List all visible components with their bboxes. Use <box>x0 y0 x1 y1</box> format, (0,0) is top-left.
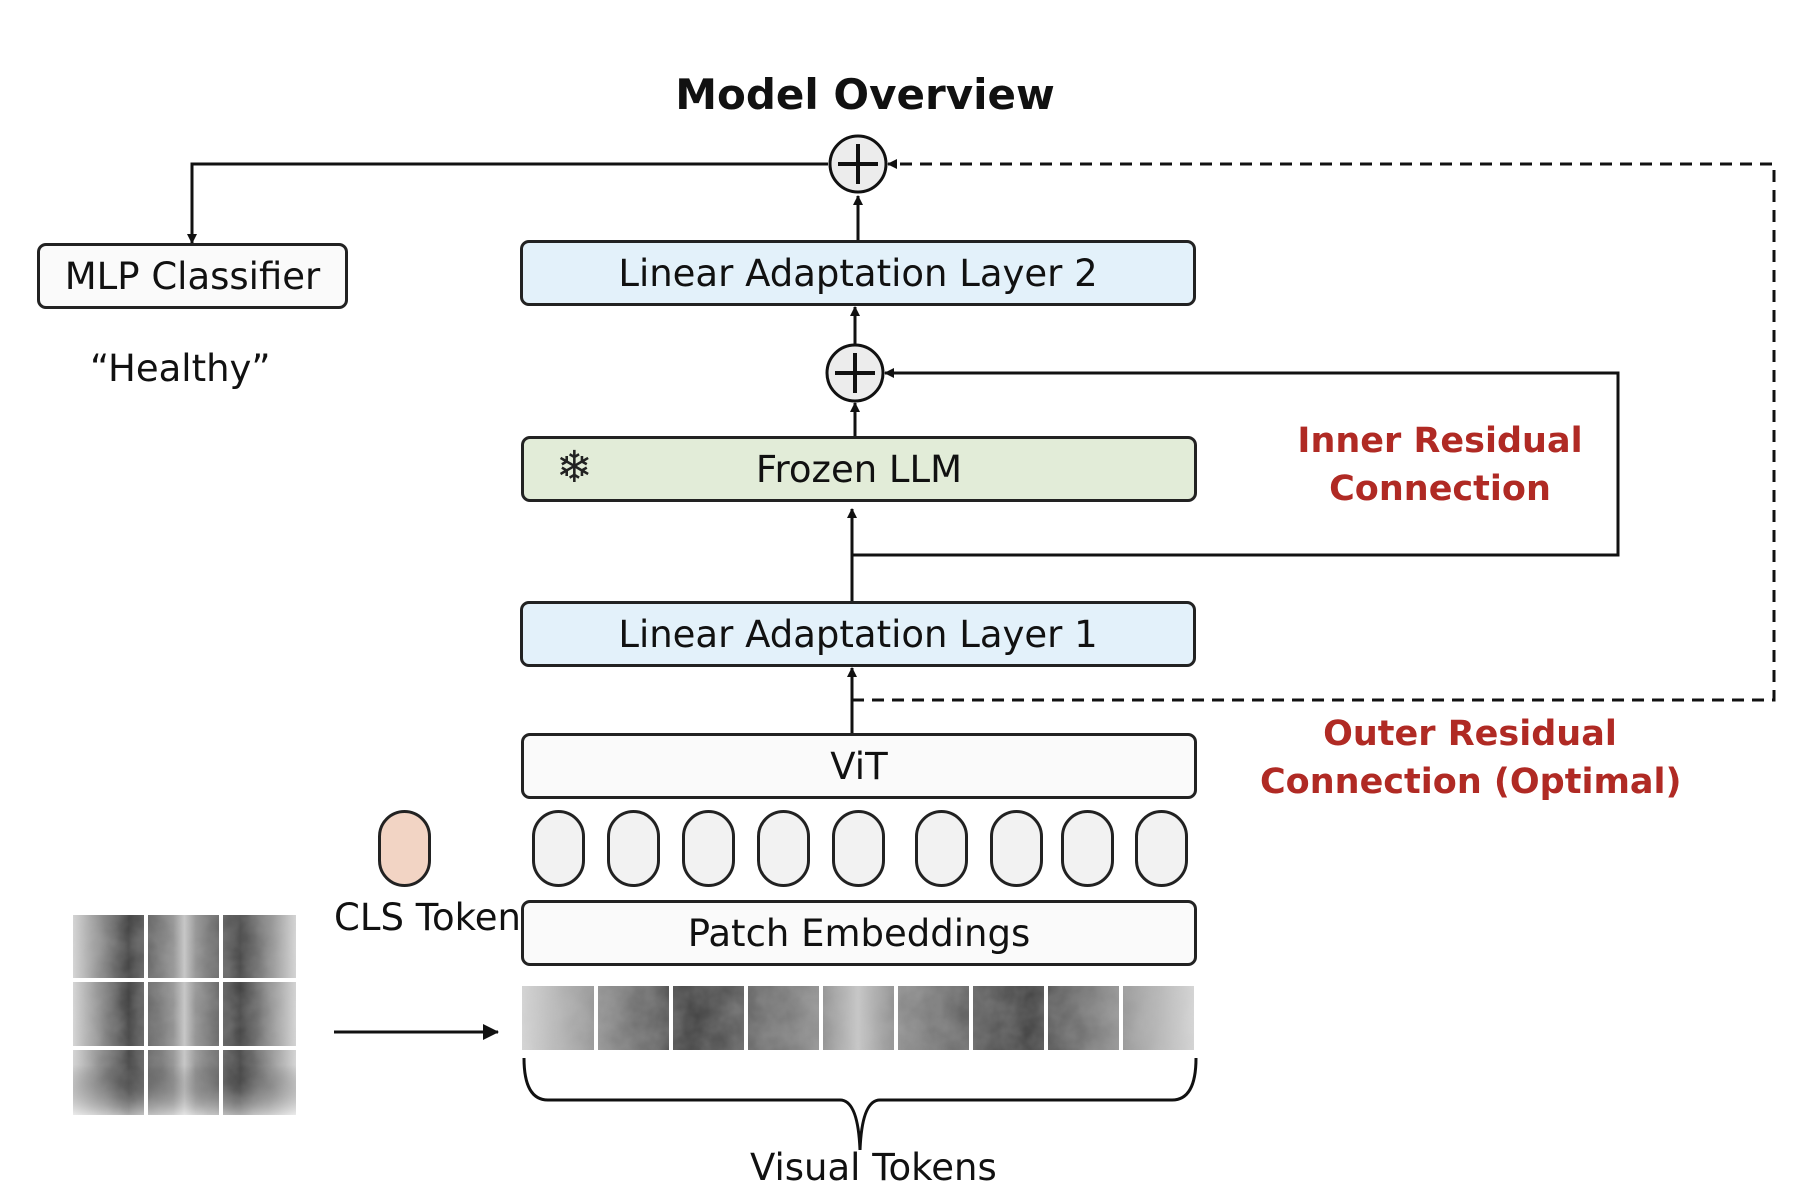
visual-token <box>682 810 735 887</box>
outer-residual-line-1: Outer Residual <box>1323 714 1617 754</box>
chest-xray-image <box>73 915 296 1115</box>
visual-tokens-label: Visual Tokens <box>750 1146 997 1189</box>
visual-token <box>607 810 660 887</box>
visual-token <box>757 810 810 887</box>
visual-token <box>1135 810 1188 887</box>
cls-token <box>378 810 431 887</box>
visual-token <box>532 810 585 887</box>
patch-strip <box>522 986 1194 1050</box>
visual-tokens-brace <box>522 1057 1198 1151</box>
visual-token <box>832 810 885 887</box>
mlp-classifier-box: MLP Classifier <box>37 243 348 309</box>
outer-residual-path <box>852 159 1776 702</box>
inner-residual-label: Inner Residual Connection <box>1290 417 1590 513</box>
inner-residual-line-1: Inner Residual <box>1297 421 1583 461</box>
vit-box: ViT <box>521 733 1197 799</box>
visual-token <box>1061 810 1114 887</box>
linear-adaptation-layer-1: Linear Adaptation Layer 1 <box>520 601 1196 667</box>
inner-residual-path <box>852 368 1620 557</box>
visual-token <box>915 810 968 887</box>
outer-residual-label: Outer Residual Connection (Optimal) <box>1260 710 1682 806</box>
cls-token-label: CLS Token <box>334 896 521 939</box>
snowflake-icon: ❄ <box>556 443 593 492</box>
page-title: Model Overview <box>675 70 1055 119</box>
frozen-llm-box: Frozen LLM <box>521 436 1197 502</box>
visual-token <box>990 810 1043 887</box>
outer-residual-line-2: Connection (Optimal) <box>1260 762 1682 802</box>
circled-plus-icon <box>828 134 888 194</box>
linear-adaptation-layer-2: Linear Adaptation Layer 2 <box>520 240 1196 306</box>
output-label: “Healthy” <box>90 347 271 390</box>
patch-embeddings-box: Patch Embeddings <box>521 900 1197 966</box>
circled-plus-icon <box>825 343 885 403</box>
frozen-llm-label: Frozen LLM <box>755 447 963 491</box>
inner-residual-line-2: Connection <box>1329 469 1551 509</box>
arrow-sum-to-mlp <box>187 162 828 244</box>
